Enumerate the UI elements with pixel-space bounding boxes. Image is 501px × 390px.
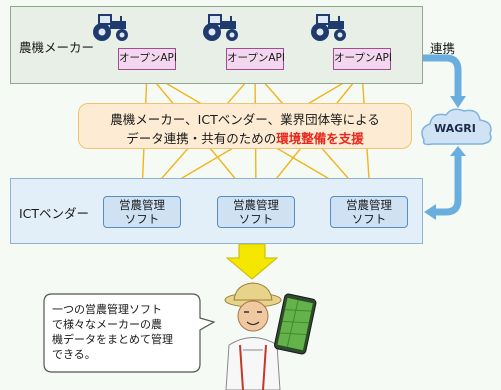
wagri-to-ict-arrow	[434, 152, 462, 216]
speech-bubble-text: 一つの営農管理ソフト で様々なメーカーの農 機データをまとめて管理 できる。	[52, 302, 197, 362]
api-to-wagri-arrowhead	[450, 96, 466, 108]
wagri-up-arrowhead	[450, 146, 466, 156]
farm-software-line-2: ソフト	[124, 212, 160, 226]
api-to-wagri-arrow	[391, 54, 462, 98]
open-api-box: オープンAPI	[333, 48, 392, 70]
renkei-label: 連携	[430, 41, 456, 56]
support-box: 農機メーカー、ICTベンダー、業界団体等による データ連携・共有のための環境整備…	[78, 103, 412, 149]
farm-software-line-1: 営農管理	[346, 198, 392, 212]
farmer-icon	[224, 282, 282, 390]
support-line-2: データ連携・共有のための環境整備を支援	[79, 128, 411, 147]
farm-software-box: 営農管理 ソフト	[103, 196, 181, 228]
speech-line: 機データをまとめて管理	[52, 333, 173, 346]
open-api-box: オープンAPI	[226, 48, 285, 70]
tractor-icon	[311, 14, 346, 41]
support-highlight: 環境整備を支援	[276, 131, 364, 146]
maker-panel-title: 農機メーカー	[19, 40, 95, 55]
farm-software-line-2: ソフト	[351, 212, 387, 226]
ict-vendor-panel-title: ICTベンダー	[19, 206, 90, 221]
speech-line: 一つの営農管理ソフト	[52, 303, 162, 316]
tractor-icon	[203, 14, 238, 41]
cloud-icon	[421, 108, 492, 146]
speech-line: で様々なメーカーの農	[52, 318, 162, 331]
down-arrow-icon	[225, 243, 279, 280]
open-api-box: オープンAPI	[118, 48, 177, 70]
tablet-icon	[273, 293, 317, 355]
farm-software-box: 営農管理 ソフト	[217, 196, 295, 228]
tractor-icon	[93, 14, 128, 41]
farm-software-line-1: 営農管理	[233, 198, 279, 212]
farm-software-line-2: ソフト	[238, 212, 274, 226]
farm-software-box: 営農管理 ソフト	[330, 196, 408, 228]
support-line-1: 農機メーカー、ICTベンダー、業界団体等による	[110, 112, 380, 127]
farm-software-line-1: 営農管理	[119, 198, 165, 212]
speech-line: できる。	[52, 348, 96, 361]
wagri-label: WAGRI	[434, 122, 476, 135]
speech-bubble	[43, 293, 216, 373]
support-line-2-prefix: データ連携・共有のための	[126, 131, 277, 146]
wagri-to-ict-arrowhead	[424, 204, 436, 220]
